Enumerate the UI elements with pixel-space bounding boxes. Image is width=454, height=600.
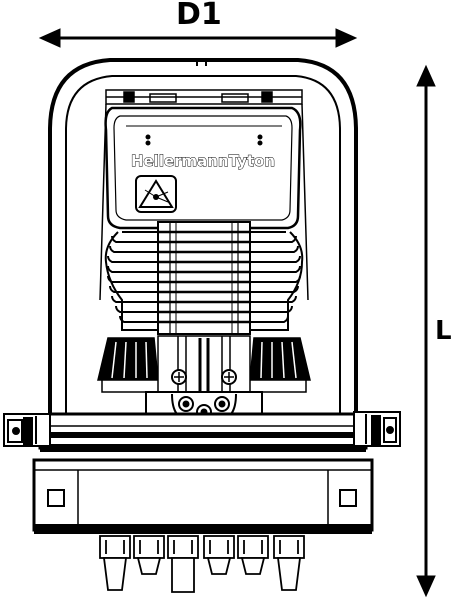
- laser-warning-icon: [135, 175, 177, 213]
- dimension-l-arrow: [416, 64, 436, 598]
- base-window-left: [47, 489, 65, 507]
- brand-logo: HellermannTyton: [131, 152, 275, 170]
- cable-port: [237, 535, 269, 575]
- clamp-latch-left: [3, 413, 51, 447]
- left-tray-holder: [97, 337, 161, 393]
- cable-ports: [99, 535, 305, 593]
- base-body: [32, 458, 374, 534]
- dimension-d1-arrow: [38, 28, 358, 48]
- base-window-right: [339, 489, 357, 507]
- tray-hinge-column: [157, 221, 251, 335]
- cable-port: [99, 535, 131, 591]
- mount-screw-left-icon: [171, 369, 187, 385]
- dimension-l-label: L: [435, 316, 452, 346]
- clamp-ring: [38, 412, 368, 452]
- cable-port: [273, 535, 305, 591]
- cable-port: [167, 535, 199, 593]
- mount-screw-right-icon: [221, 369, 237, 385]
- dimension-d1-label: D1: [176, 0, 222, 32]
- right-tray-holder: [247, 337, 311, 393]
- clamp-latch-right: [353, 411, 401, 447]
- cable-port: [203, 535, 235, 575]
- base-mount-plate: [157, 335, 251, 395]
- cable-port: [133, 535, 165, 575]
